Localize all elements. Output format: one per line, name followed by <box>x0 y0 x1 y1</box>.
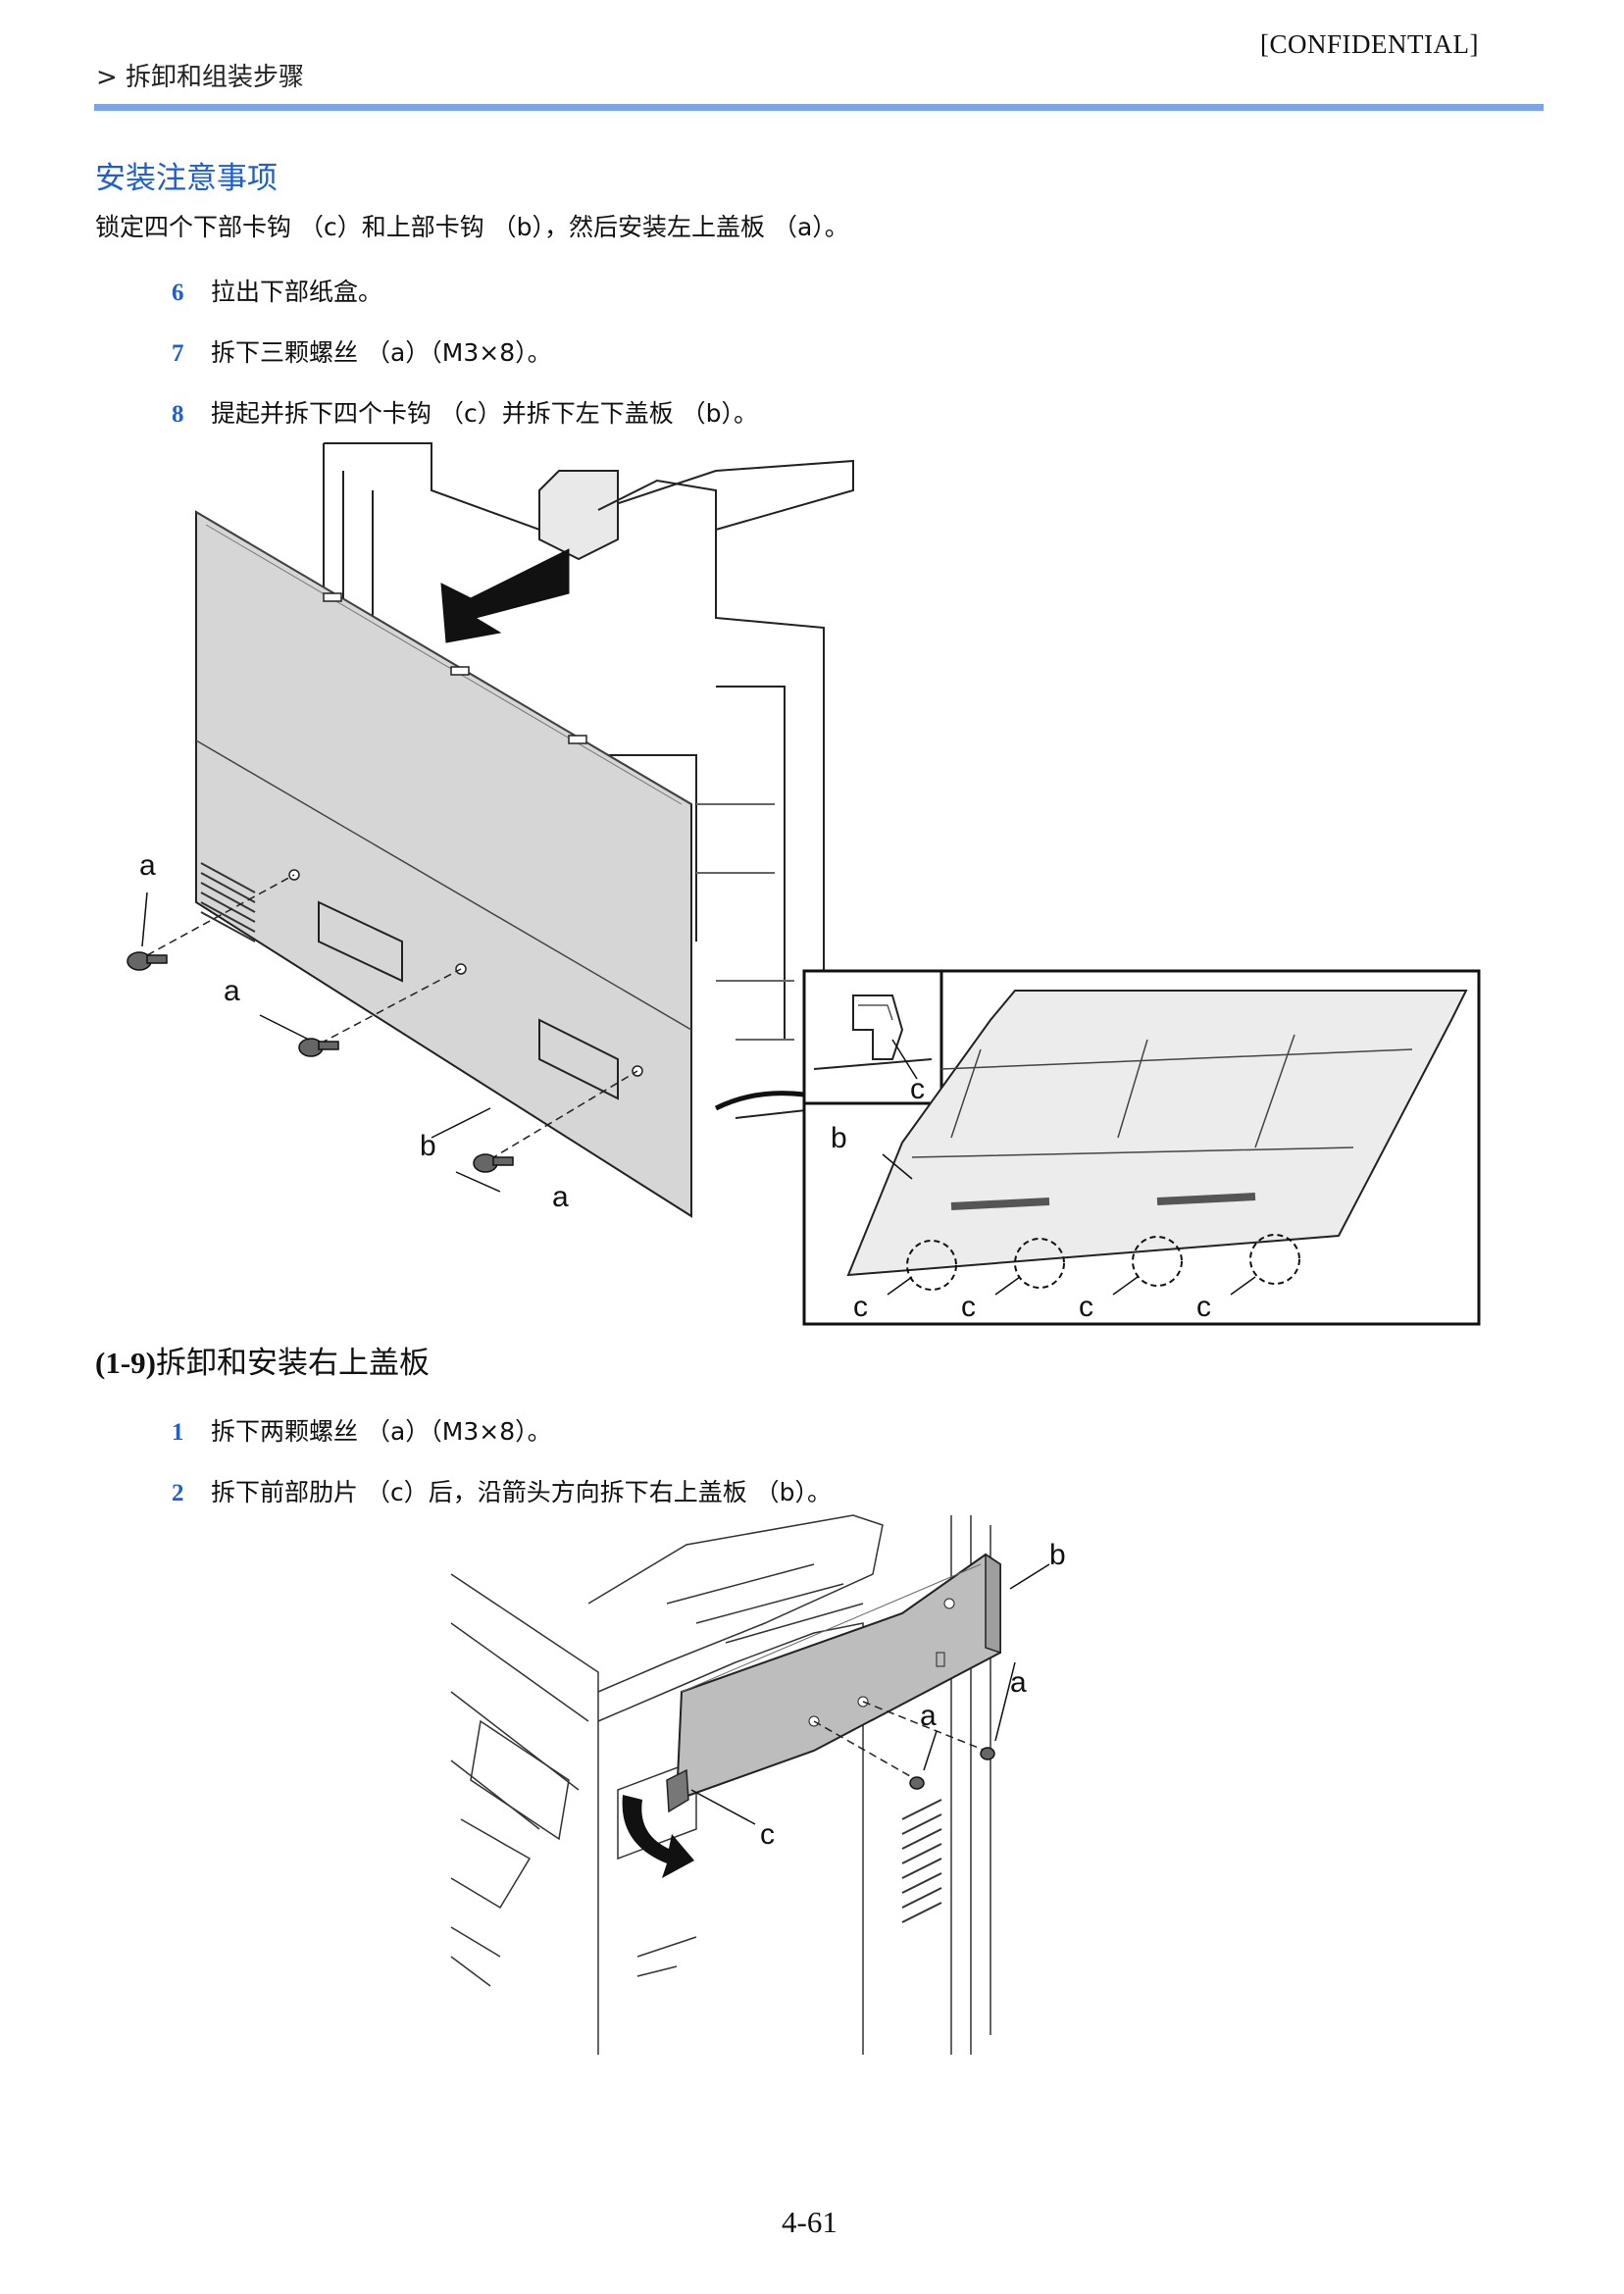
label-c: c <box>853 1291 868 1323</box>
step-1: 1 拆下两颗螺丝 （a）（M3×8）。 <box>172 1412 552 1448</box>
label-b: b <box>420 1130 436 1162</box>
page-number: 4-61 <box>782 2205 837 2239</box>
label-a: a <box>1010 1666 1027 1699</box>
screw-icon <box>127 951 514 1173</box>
label-a: a <box>224 975 240 1007</box>
label-a: a <box>139 849 156 882</box>
install-notes-heading: 安装注意事项 <box>95 161 278 196</box>
install-notes-text: 锁定四个下部卡钩 （c）和上部卡钩 （b），然后安装左上盖板 （a）。 <box>95 213 849 241</box>
section-heading-1-9: (1-9)拆卸和安装右上盖板 <box>95 1338 430 1382</box>
label-b: b <box>1049 1539 1066 1571</box>
step-number: 1 <box>172 1419 184 1446</box>
front-rib <box>666 1768 689 1813</box>
removal-arrow-icon <box>440 548 570 643</box>
label-c: c <box>961 1291 976 1323</box>
label-c: c <box>1196 1291 1211 1323</box>
label-c: c <box>1079 1291 1093 1323</box>
label-c: c <box>910 1073 925 1105</box>
breadcrumb[interactable]: > 拆卸和组装步骤 <box>96 63 305 92</box>
step-number: 6 <box>172 280 184 306</box>
step-text: 拆下三颗螺丝 （a）（M3×8）。 <box>211 338 552 367</box>
removal-arrow-icon <box>622 1795 694 1878</box>
step-text: 拉出下部纸盒。 <box>211 278 383 306</box>
right-upper-cover-diagram: b a a c <box>450 1514 1066 2055</box>
label-a: a <box>920 1700 937 1732</box>
step-8: 8 提起并拆下四个卡钩 （c）并拆下左下盖板 （b）。 <box>172 394 758 430</box>
confidential-mark: [CONFIDENTIAL] <box>1260 29 1479 59</box>
section-title: 拆卸和安装右上盖板 <box>155 1346 430 1381</box>
step-number: 2 <box>172 1480 184 1506</box>
step-text: 拆下两颗螺丝 （a）（M3×8）。 <box>211 1417 552 1446</box>
left-lower-cover-diagram: a a b a c b c c c c <box>127 442 1481 1326</box>
step-text: 提起并拆下四个卡钩 （c）并拆下左下盖板 （b）。 <box>211 399 759 428</box>
step-number: 8 <box>172 401 184 428</box>
section-number: (1-9) <box>95 1346 156 1380</box>
header-rule <box>94 104 1544 111</box>
step-6: 6 拉出下部纸盒。 <box>172 273 382 308</box>
step-text: 拆下前部肋片 （c）后，沿箭头方向拆下右上盖板 （b）。 <box>211 1478 833 1506</box>
label-a: a <box>552 1181 569 1213</box>
step-2: 2 拆下前部肋片 （c）后，沿箭头方向拆下右上盖板 （b）。 <box>172 1473 832 1508</box>
label-b: b <box>831 1122 847 1154</box>
label-c: c <box>760 1818 775 1851</box>
step-7: 7 拆下三颗螺丝 （a）（M3×8）。 <box>172 333 552 369</box>
step-number: 7 <box>172 340 184 367</box>
screw-icon <box>909 1747 995 1790</box>
